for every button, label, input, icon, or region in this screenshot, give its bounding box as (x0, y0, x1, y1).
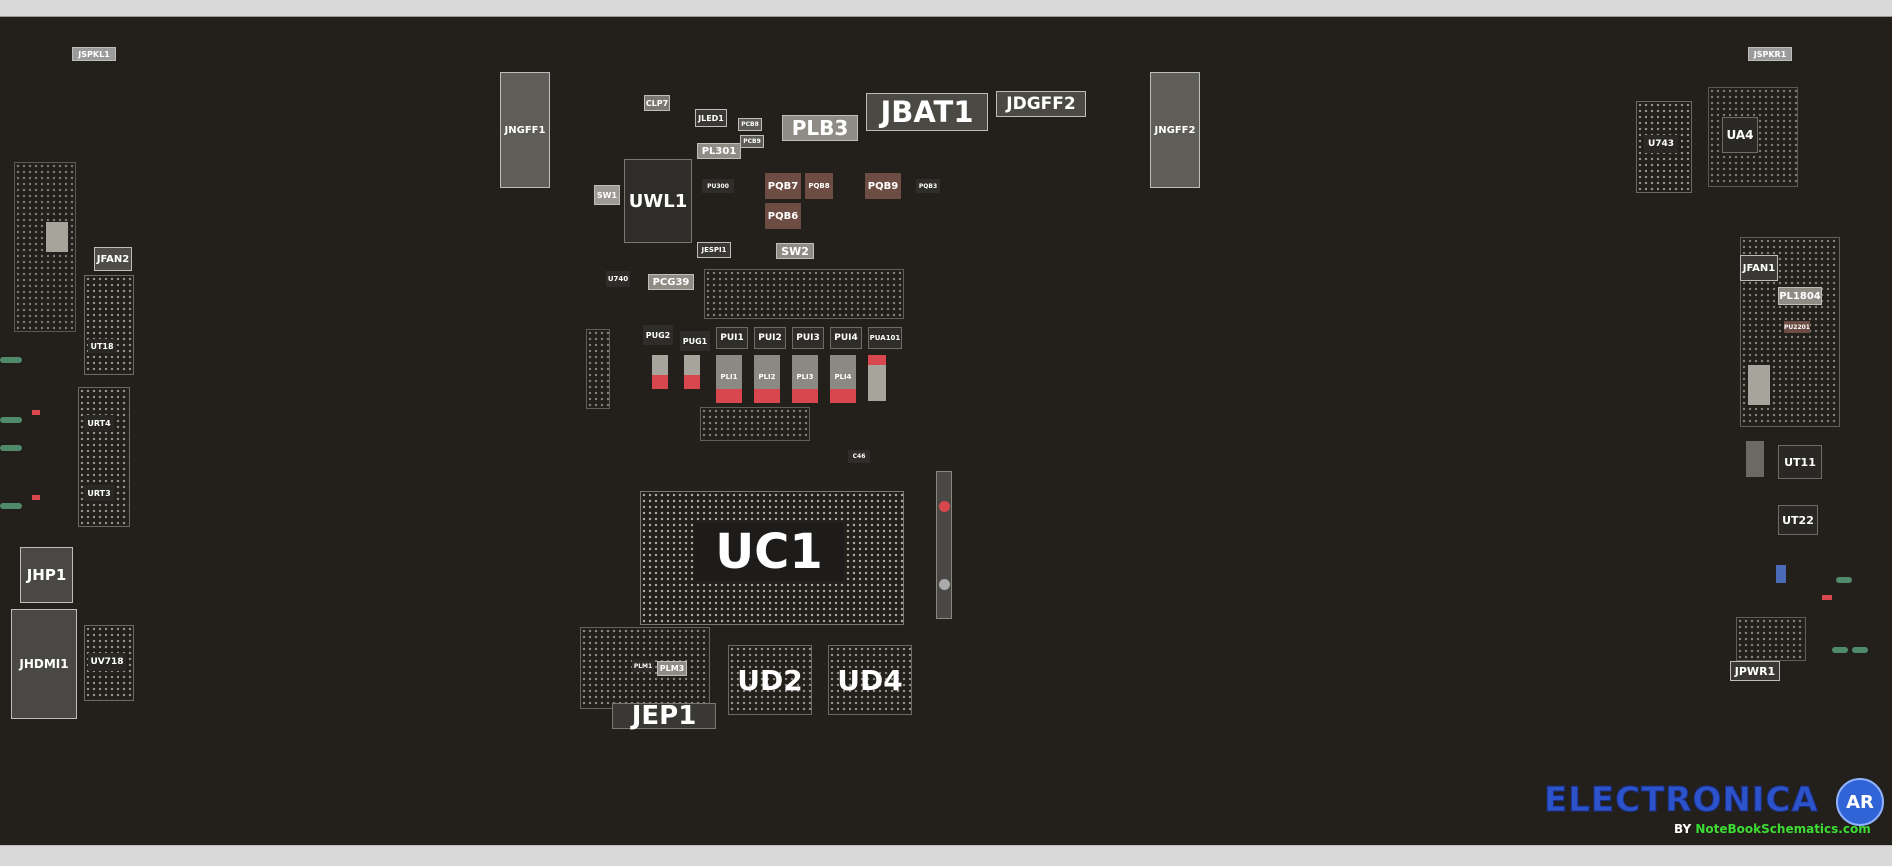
red-pad (868, 355, 886, 365)
component-jbat1[interactable]: JBAT1 (866, 93, 988, 131)
component-jfan2[interactable]: JFAN2 (94, 247, 132, 271)
blue-pad (1776, 565, 1786, 583)
red-pad (939, 501, 950, 512)
logo-byline: BY NoteBookSchematics.com (1674, 822, 1871, 836)
component-pqb3[interactable]: PQB3 (916, 179, 940, 193)
component-pug2[interactable]: PUG2 (643, 325, 673, 345)
component-uv718[interactable]: UV718 (88, 653, 126, 671)
edge-pad (0, 417, 22, 423)
mount-hole (939, 579, 950, 590)
component-plm3[interactable]: PLM3 (657, 661, 687, 676)
component-jled1[interactable]: JLED1 (695, 109, 727, 127)
component-u743[interactable]: U743 (1644, 135, 1678, 153)
edge-pad (0, 445, 22, 451)
vrm-top-area (704, 269, 904, 319)
component-jpwr1[interactable]: JPWR1 (1730, 661, 1780, 681)
pcb-board-view[interactable]: JSPKL1 JFAN2 UT18 URT4 URT3 JHP1 JHDMI1 … (0, 16, 1892, 846)
component-pua101[interactable]: PUA101 (868, 327, 902, 349)
red-pad (32, 410, 40, 415)
bottom-status-bar (0, 845, 1892, 866)
ud2-area (728, 645, 812, 715)
component-uwl1[interactable]: UWL1 (624, 159, 692, 243)
component-pcg39[interactable]: PCG39 (648, 274, 694, 290)
cap-row (700, 407, 810, 441)
component-jspkl1[interactable]: JSPKL1 (72, 47, 116, 61)
component-pui2[interactable]: PUI2 (754, 327, 786, 349)
red-pad (830, 389, 856, 403)
side-connector (586, 329, 610, 409)
component-clp7[interactable]: CLP7 (644, 95, 670, 111)
edge-pad (1836, 577, 1852, 583)
component-pcb8[interactable]: PCB8 (738, 118, 762, 131)
component-pui4[interactable]: PUI4 (830, 327, 862, 349)
component-ut11[interactable]: UT11 (1778, 445, 1822, 479)
edge-pad (1832, 647, 1848, 653)
component-pqb6[interactable]: PQB6 (765, 203, 801, 229)
component-jdgff2[interactable]: JDGFF2 (996, 91, 1086, 117)
right-connector-strip (936, 471, 952, 619)
component-ua4[interactable]: UA4 (1722, 117, 1758, 153)
electronica-ar-logo: ELECTRONICA AR BY NoteBookSchematics.com (1544, 778, 1884, 842)
component-u740[interactable]: U740 (606, 271, 630, 287)
component-jngff2[interactable]: JNGFF2 (1150, 72, 1200, 188)
component-c46[interactable]: C46 (848, 450, 870, 463)
edge-pad (0, 357, 22, 363)
component-pl301[interactable]: PL301 (697, 143, 741, 159)
component-jspkr1[interactable]: JSPKR1 (1748, 47, 1792, 61)
component-ut22[interactable]: UT22 (1778, 505, 1818, 535)
component-jhp1[interactable]: JHP1 (20, 547, 73, 603)
component-plm1[interactable]: PLM1 (632, 660, 654, 672)
inductor (868, 355, 886, 401)
red-pad (716, 389, 742, 403)
component-pug1[interactable]: PUG1 (680, 331, 710, 351)
component-ut18[interactable]: UT18 (88, 339, 116, 353)
logo-by-site: NoteBookSchematics.com (1695, 822, 1871, 836)
edge-pad (1852, 647, 1868, 653)
logo-brand-text: ELECTRONICA (1544, 780, 1819, 821)
component-pcb9[interactable]: PCB9 (740, 135, 764, 148)
component-ud2[interactable]: UD2 (737, 663, 803, 697)
component-pu2201[interactable]: PU2201 (1784, 321, 1810, 333)
component-pl1804[interactable]: PL1804 (1778, 287, 1822, 305)
red-pad (684, 375, 700, 389)
component-ud4[interactable]: UD4 (837, 663, 903, 697)
component-jhdmi1[interactable]: JHDMI1 (11, 609, 77, 719)
right-chip (1746, 441, 1764, 477)
jpwr-area (1736, 617, 1806, 661)
component-urt3[interactable]: URT3 (84, 485, 114, 501)
right-chip (1748, 365, 1770, 405)
red-pad (32, 495, 40, 500)
component-jfan1[interactable]: JFAN1 (1740, 255, 1778, 281)
component-uc1[interactable]: UC1 (694, 523, 844, 581)
red-pad (754, 389, 780, 403)
red-pad (792, 389, 818, 403)
logo-by-prefix: BY (1674, 822, 1692, 836)
component-sw2[interactable]: SW2 (776, 243, 814, 259)
component-urt4[interactable]: URT4 (84, 415, 114, 431)
red-pad (652, 375, 668, 389)
urt-area (78, 387, 130, 527)
component-pqb7[interactable]: PQB7 (765, 173, 801, 199)
component-sw1[interactable]: SW1 (594, 185, 620, 205)
red-pad (1822, 595, 1832, 600)
component-pu300[interactable]: PU300 (702, 179, 734, 193)
component-pui1[interactable]: PUI1 (716, 327, 748, 349)
component-jngff1[interactable]: JNGFF1 (500, 72, 550, 188)
component-jep1[interactable]: JEP1 (612, 701, 716, 731)
component-pqb8[interactable]: PQB8 (805, 173, 833, 199)
edge-pad (0, 503, 22, 509)
ud4-area (828, 645, 912, 715)
left-chip (46, 222, 68, 252)
component-jespi1[interactable]: JESPI1 (697, 242, 731, 258)
component-pui3[interactable]: PUI3 (792, 327, 824, 349)
component-pqb9[interactable]: PQB9 (865, 173, 901, 199)
logo-ar-badge: AR (1836, 778, 1884, 826)
component-plb3[interactable]: PLB3 (782, 115, 858, 141)
ut18-area (84, 275, 134, 375)
